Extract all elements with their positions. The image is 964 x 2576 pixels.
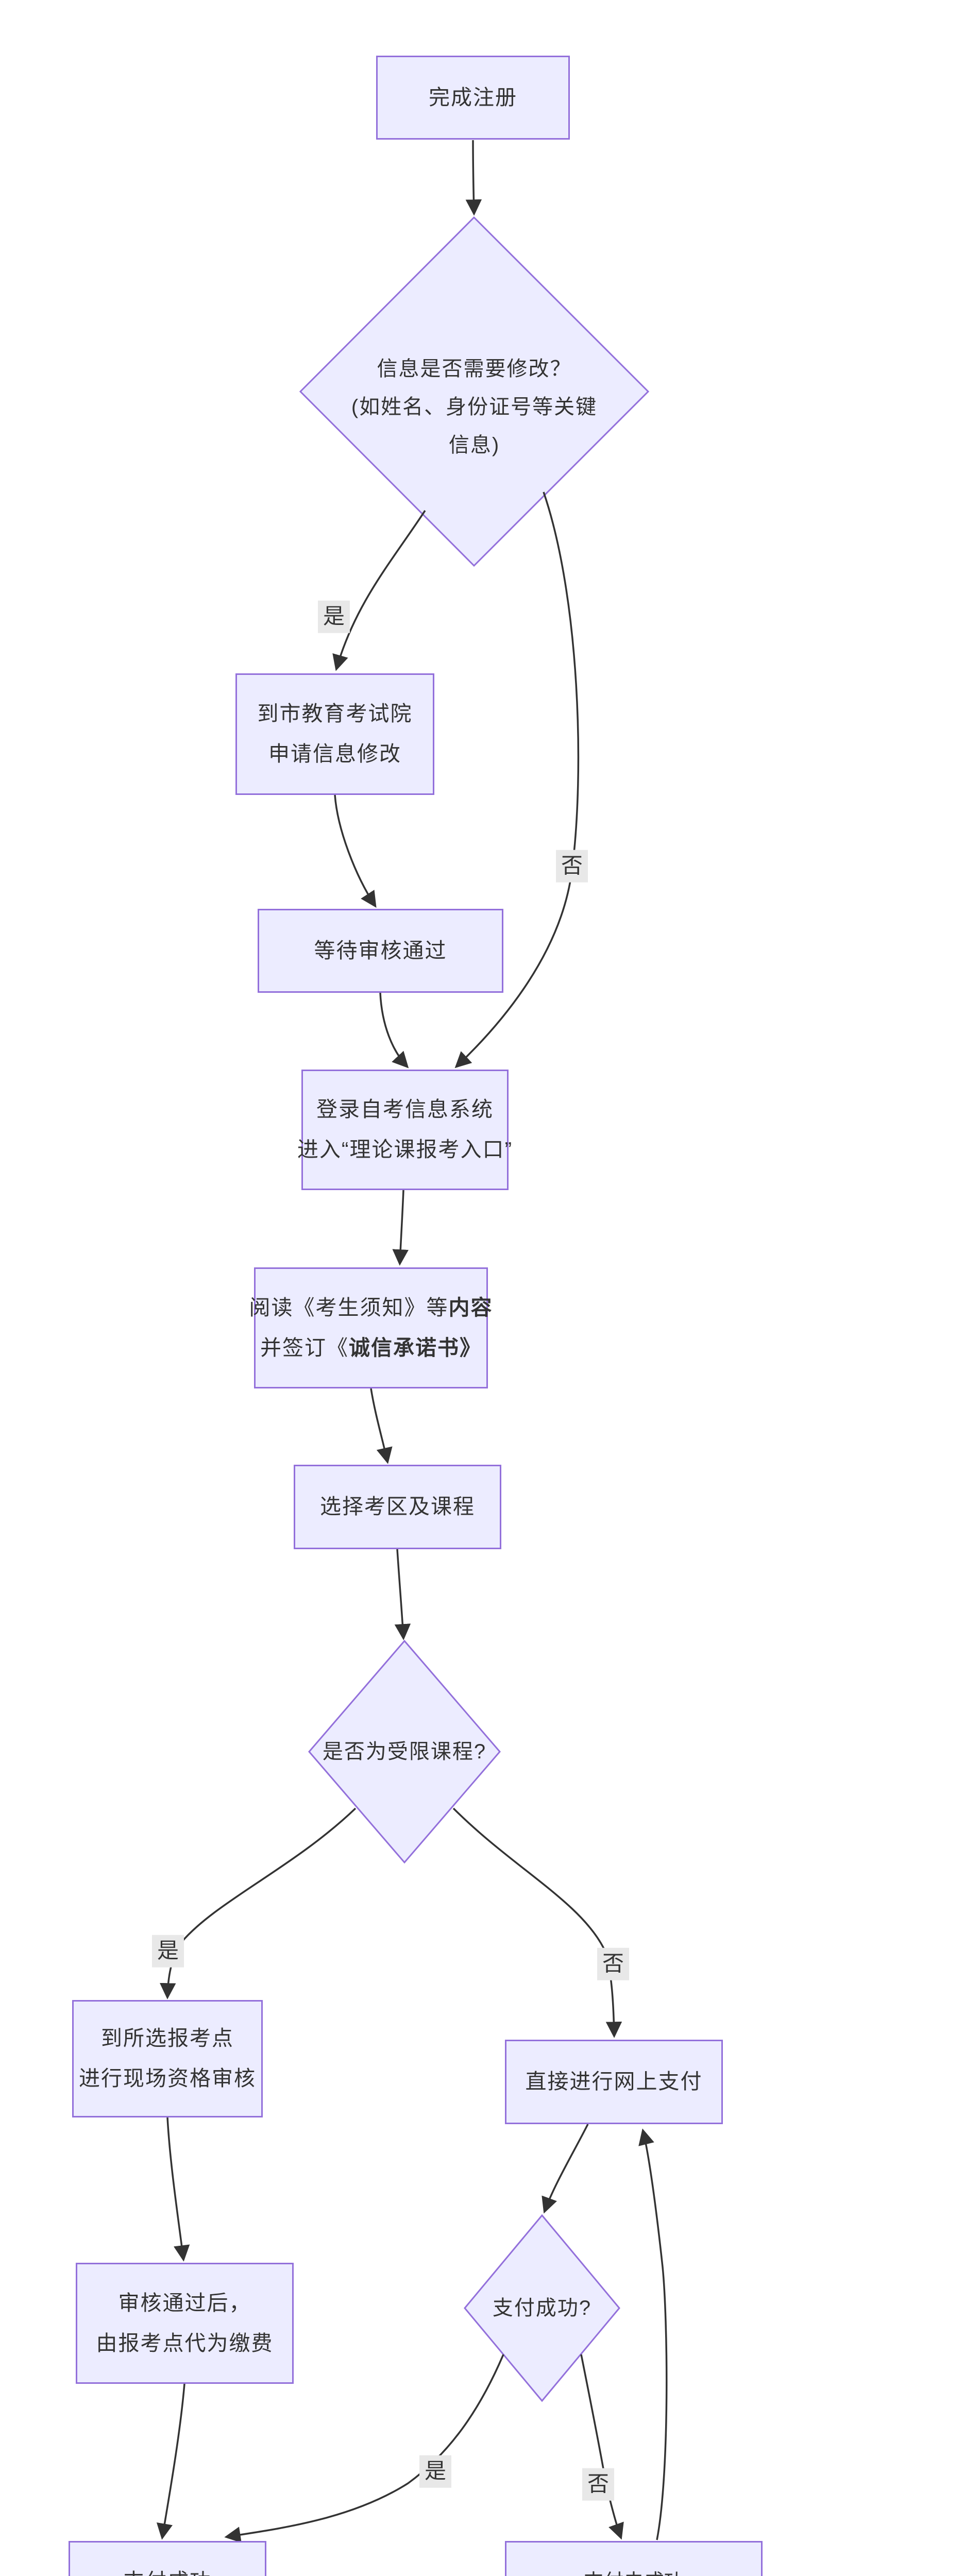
decision-restricted-course-shape (308, 1639, 501, 1864)
node-apply-info-modification: 到市教育考试院 申请信息修改 (235, 673, 434, 795)
node-text: 等待审核通过 (314, 938, 447, 962)
edge-agentpay-to-paysuccess (156, 2383, 185, 2540)
node-text: 支付成功? (492, 2297, 592, 2319)
edge-label-no-2: 否 (597, 1947, 630, 1980)
decision-info-modify-shape (299, 216, 650, 567)
node-text: 进入“理论课报考入口” (297, 1138, 513, 1161)
edge-register-to-modifyq (465, 140, 482, 216)
node-onsite-qualification-check: 到所选报考点 进行现场资格审核 (72, 2000, 263, 2117)
node-text: 信息是否需要修改？ (377, 358, 572, 380)
node-text: 申请信息修改 (268, 742, 401, 766)
node-text: (如姓名、身份证号等关键 (351, 396, 598, 418)
node-text: 到市教育考试院 (257, 702, 413, 726)
node-text: 完成注册 (429, 85, 517, 109)
node-wait-review: 等待审核通过 (258, 909, 503, 993)
edge-payfail-retry-to-onlinepay (638, 2128, 668, 2540)
node-text: 选择考区及课程 (320, 1495, 475, 1519)
edge-onsitecheck-to-agentpay (166, 2117, 190, 2262)
edge-payokq-yes-to-paysuccess (224, 2354, 504, 2543)
edge-applymodify-to-waitreview (334, 794, 377, 908)
node-text: 支付成功 (123, 2562, 212, 2576)
node-read-notice-sign-pledge: 阅读《考生须知》等内容 并签订《诚信承诺书》 (249, 1267, 492, 1388)
node-payment-success-locked: 支付成功 课程锁定，报考费不退 (69, 2541, 266, 2576)
node-text: 进行现场资格审核 (79, 2066, 256, 2090)
decision-payment-success: 支付成功? (465, 2215, 619, 2401)
node-select-area-courses: 选择考区及课程 (294, 1465, 501, 1549)
node-text: 审核通过后， (118, 2291, 251, 2315)
node-complete-registration: 完成注册 (376, 56, 570, 140)
node-agent-payment: 审核通过后， 由报考点代为缴费 (76, 2263, 294, 2384)
decision-info-modify: 信息是否需要修改？ (如姓名、身份证号等关键 信息) (300, 233, 648, 581)
edge-choose-to-restrictedq (394, 1549, 411, 1640)
edge-onlinepay-to-payokq (542, 2124, 589, 2214)
node-online-payment: 直接进行网上支付 (505, 2040, 723, 2124)
edge-modifyq-no-to-login (454, 492, 580, 1069)
edge-modifyq-yes-to-applymodify (332, 510, 426, 671)
edge-restrictedq-yes-to-onsitecheck (159, 1807, 357, 1999)
decision-restricted-course: 是否为受限课程? (309, 1641, 500, 1862)
node-text: 是否为受限课程? (322, 1740, 487, 1763)
node-text: 信息) (448, 434, 500, 456)
edge-waitreview-to-login (379, 992, 409, 1069)
node-login-system: 登录自考信息系统 进入“理论课报考入口” (297, 1070, 512, 1190)
node-text: 并签订《诚信承诺书》 (260, 1335, 482, 1360)
node-text: 登录自考信息系统 (316, 1097, 494, 1122)
edge-readnotice-to-choose (370, 1388, 393, 1464)
edge-label-no-3: 否 (582, 2468, 615, 2501)
node-text: 支付未成功 (583, 2563, 684, 2576)
node-text: 由报考点代为缴费 (96, 2331, 274, 2355)
edge-login-to-readnotice (392, 1190, 409, 1266)
node-payment-failed: 支付未成功 可返回修改课程或重新支付 (505, 2541, 763, 2576)
edge-label-yes-2: 是 (151, 1935, 184, 1968)
edge-label-yes-3: 是 (419, 2455, 452, 2488)
edge-restrictedq-no-to-onlinepay (452, 1807, 622, 2038)
edge-label-yes-1: 是 (317, 600, 350, 633)
edge-label-no-1: 否 (555, 850, 588, 883)
node-text: 到所选报考点 (101, 2026, 234, 2050)
node-text: 阅读《考生须知》等内容 (249, 1295, 493, 1319)
node-text: 直接进行网上支付 (525, 2070, 703, 2094)
